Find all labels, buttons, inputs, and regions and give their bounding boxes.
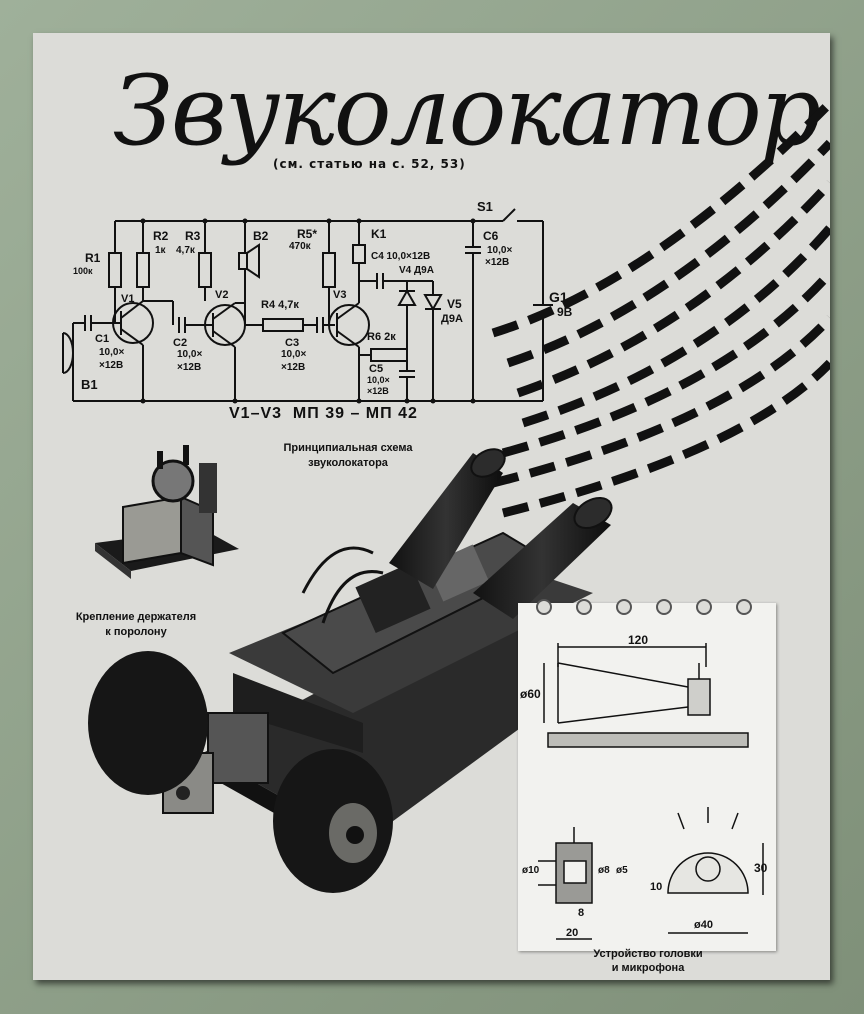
page-subtitle: (см. статью на с. 52, 53) — [273, 157, 466, 171]
label-s1: S1 — [477, 199, 493, 214]
label-c2: C2 — [173, 337, 188, 349]
drawing-caption-line-1: Устройство головки — [593, 948, 703, 960]
label-r5: R5* — [297, 227, 318, 241]
label-v5: V5 — [447, 297, 462, 311]
label-c6-value-1: 10,0× — [487, 245, 513, 256]
label-c3: C3 — [285, 337, 300, 349]
label-v2: V2 — [215, 289, 229, 301]
dim-120: 120 — [628, 633, 649, 647]
label-transistors: V1–V3 МП 39 – МП 42 — [229, 405, 418, 422]
label-c5-value-2: ×12В — [367, 386, 389, 396]
label-c3-value-2: ×12В — [281, 362, 306, 373]
label-v1: V1 — [121, 293, 135, 305]
label-g1: G1 — [549, 289, 568, 305]
label-c2-value-2: ×12В — [177, 362, 202, 373]
notepad-ring — [616, 599, 632, 615]
label-c5: C5 — [369, 363, 384, 375]
dim-30: 30 — [754, 861, 768, 875]
label-c6-value-2: ×12В — [485, 257, 510, 268]
dim-40: ø40 — [694, 919, 713, 931]
label-r5-value: 470к — [289, 241, 311, 252]
dim-60: ø60 — [520, 687, 541, 701]
label-b1: B1 — [81, 377, 98, 392]
notepad-ring — [696, 599, 712, 615]
dim-10b: 10 — [650, 881, 663, 893]
label-r3: R3 — [185, 229, 201, 243]
magazine-page: Звуколокатор (см. статью на с. 52, 53) — [33, 33, 830, 980]
label-g1-value: 9В — [557, 305, 573, 319]
label-r2: R2 — [153, 229, 169, 243]
dim-10: ø10 — [522, 865, 540, 876]
holder-caption-line-2: к поролону — [105, 626, 167, 638]
schematic-caption-line-2: звуколокатора — [308, 457, 388, 469]
label-r2-value: 1к — [155, 245, 166, 256]
label-c3-value-1: 10,0× — [281, 349, 307, 360]
sound-waves — [491, 99, 830, 518]
label-r4: R4 4,7к — [261, 299, 299, 311]
label-c1: C1 — [95, 333, 110, 345]
notepad-ring — [656, 599, 672, 615]
label-c1-value-2: ×12В — [99, 360, 124, 371]
dim-8b: 8 — [578, 907, 585, 919]
head-technical-drawing — [538, 643, 764, 940]
holder-illustration — [95, 445, 239, 579]
dim-20: 20 — [566, 927, 579, 939]
label-v5-value: Д9А — [441, 313, 463, 325]
notepad-ring — [536, 599, 552, 615]
label-c5-value-1: 10,0× — [367, 375, 390, 385]
dim-8a: ø8 — [598, 865, 610, 876]
drawing-caption-line-2: и микрофона — [611, 962, 685, 974]
head-drawing-card: 120 ø60 ø10 ø8 ø5 8 20 10 30 ø40 — [518, 599, 776, 951]
schematic-caption-line-1: Принципиальная схема — [283, 442, 413, 454]
label-r1: R1 — [85, 251, 101, 265]
label-c6: C6 — [483, 229, 499, 243]
label-c4: C4 10,0×12В — [371, 251, 431, 262]
notepad-ring — [736, 599, 752, 615]
notepad-ring — [576, 599, 592, 615]
label-r3-value: 4,7к — [176, 245, 195, 256]
circuit-schematic — [62, 208, 553, 404]
label-b2: B2 — [253, 229, 269, 243]
dim-5: ø5 — [616, 865, 628, 876]
label-r1-value: 100к — [73, 266, 93, 276]
label-k1: K1 — [371, 227, 387, 241]
label-v3: V3 — [333, 289, 347, 301]
label-c1-value-1: 10,0× — [99, 347, 125, 358]
label-c2-value-1: 10,0× — [177, 349, 203, 360]
label-v4: V4 Д9А — [399, 265, 434, 276]
holder-caption-line-1: Крепление держателя — [75, 611, 197, 623]
label-r6: R6 2к — [367, 331, 396, 343]
